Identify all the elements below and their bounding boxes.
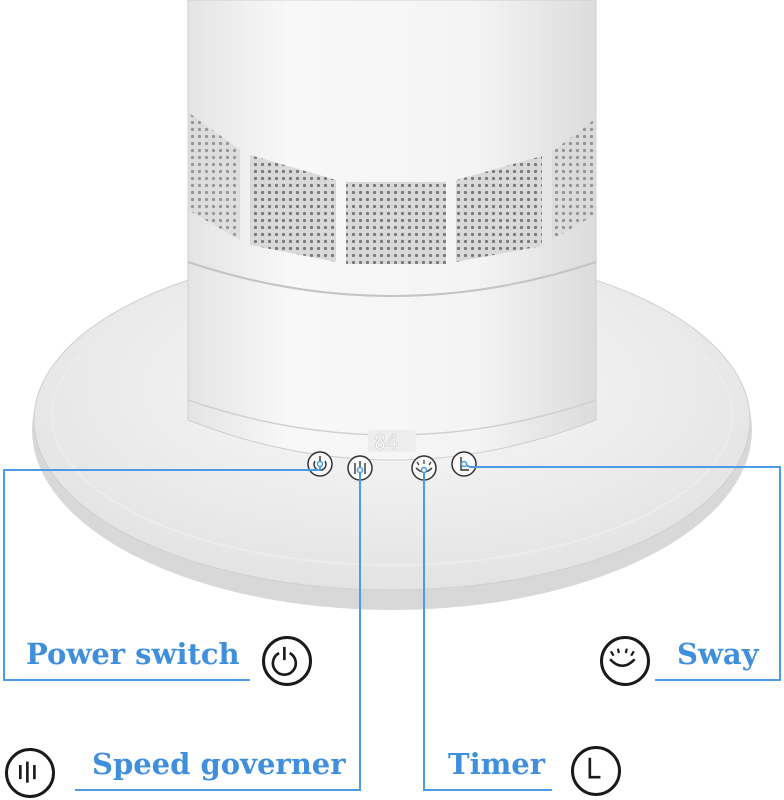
timer-l-icon — [571, 746, 621, 796]
sway-icon — [600, 636, 650, 686]
fan-grille — [188, 112, 596, 264]
speed-callout-line — [75, 470, 361, 791]
callout-dots — [316, 460, 468, 474]
timer-callout-line — [423, 470, 552, 791]
sway-callout-line — [463, 463, 781, 681]
power-switch-label: Power switch — [26, 637, 240, 671]
sway-label: Sway — [677, 637, 759, 671]
power-callout-line — [3, 464, 321, 681]
callout-lines — [3, 463, 781, 791]
speed-bars-icon — [5, 748, 55, 798]
svg-text:84: 84 — [374, 430, 398, 454]
led-display: 84 — [368, 430, 416, 454]
power-icon — [262, 636, 312, 686]
timer-label: Timer — [448, 747, 546, 781]
speed-governer-label: Speed governer — [92, 747, 346, 781]
